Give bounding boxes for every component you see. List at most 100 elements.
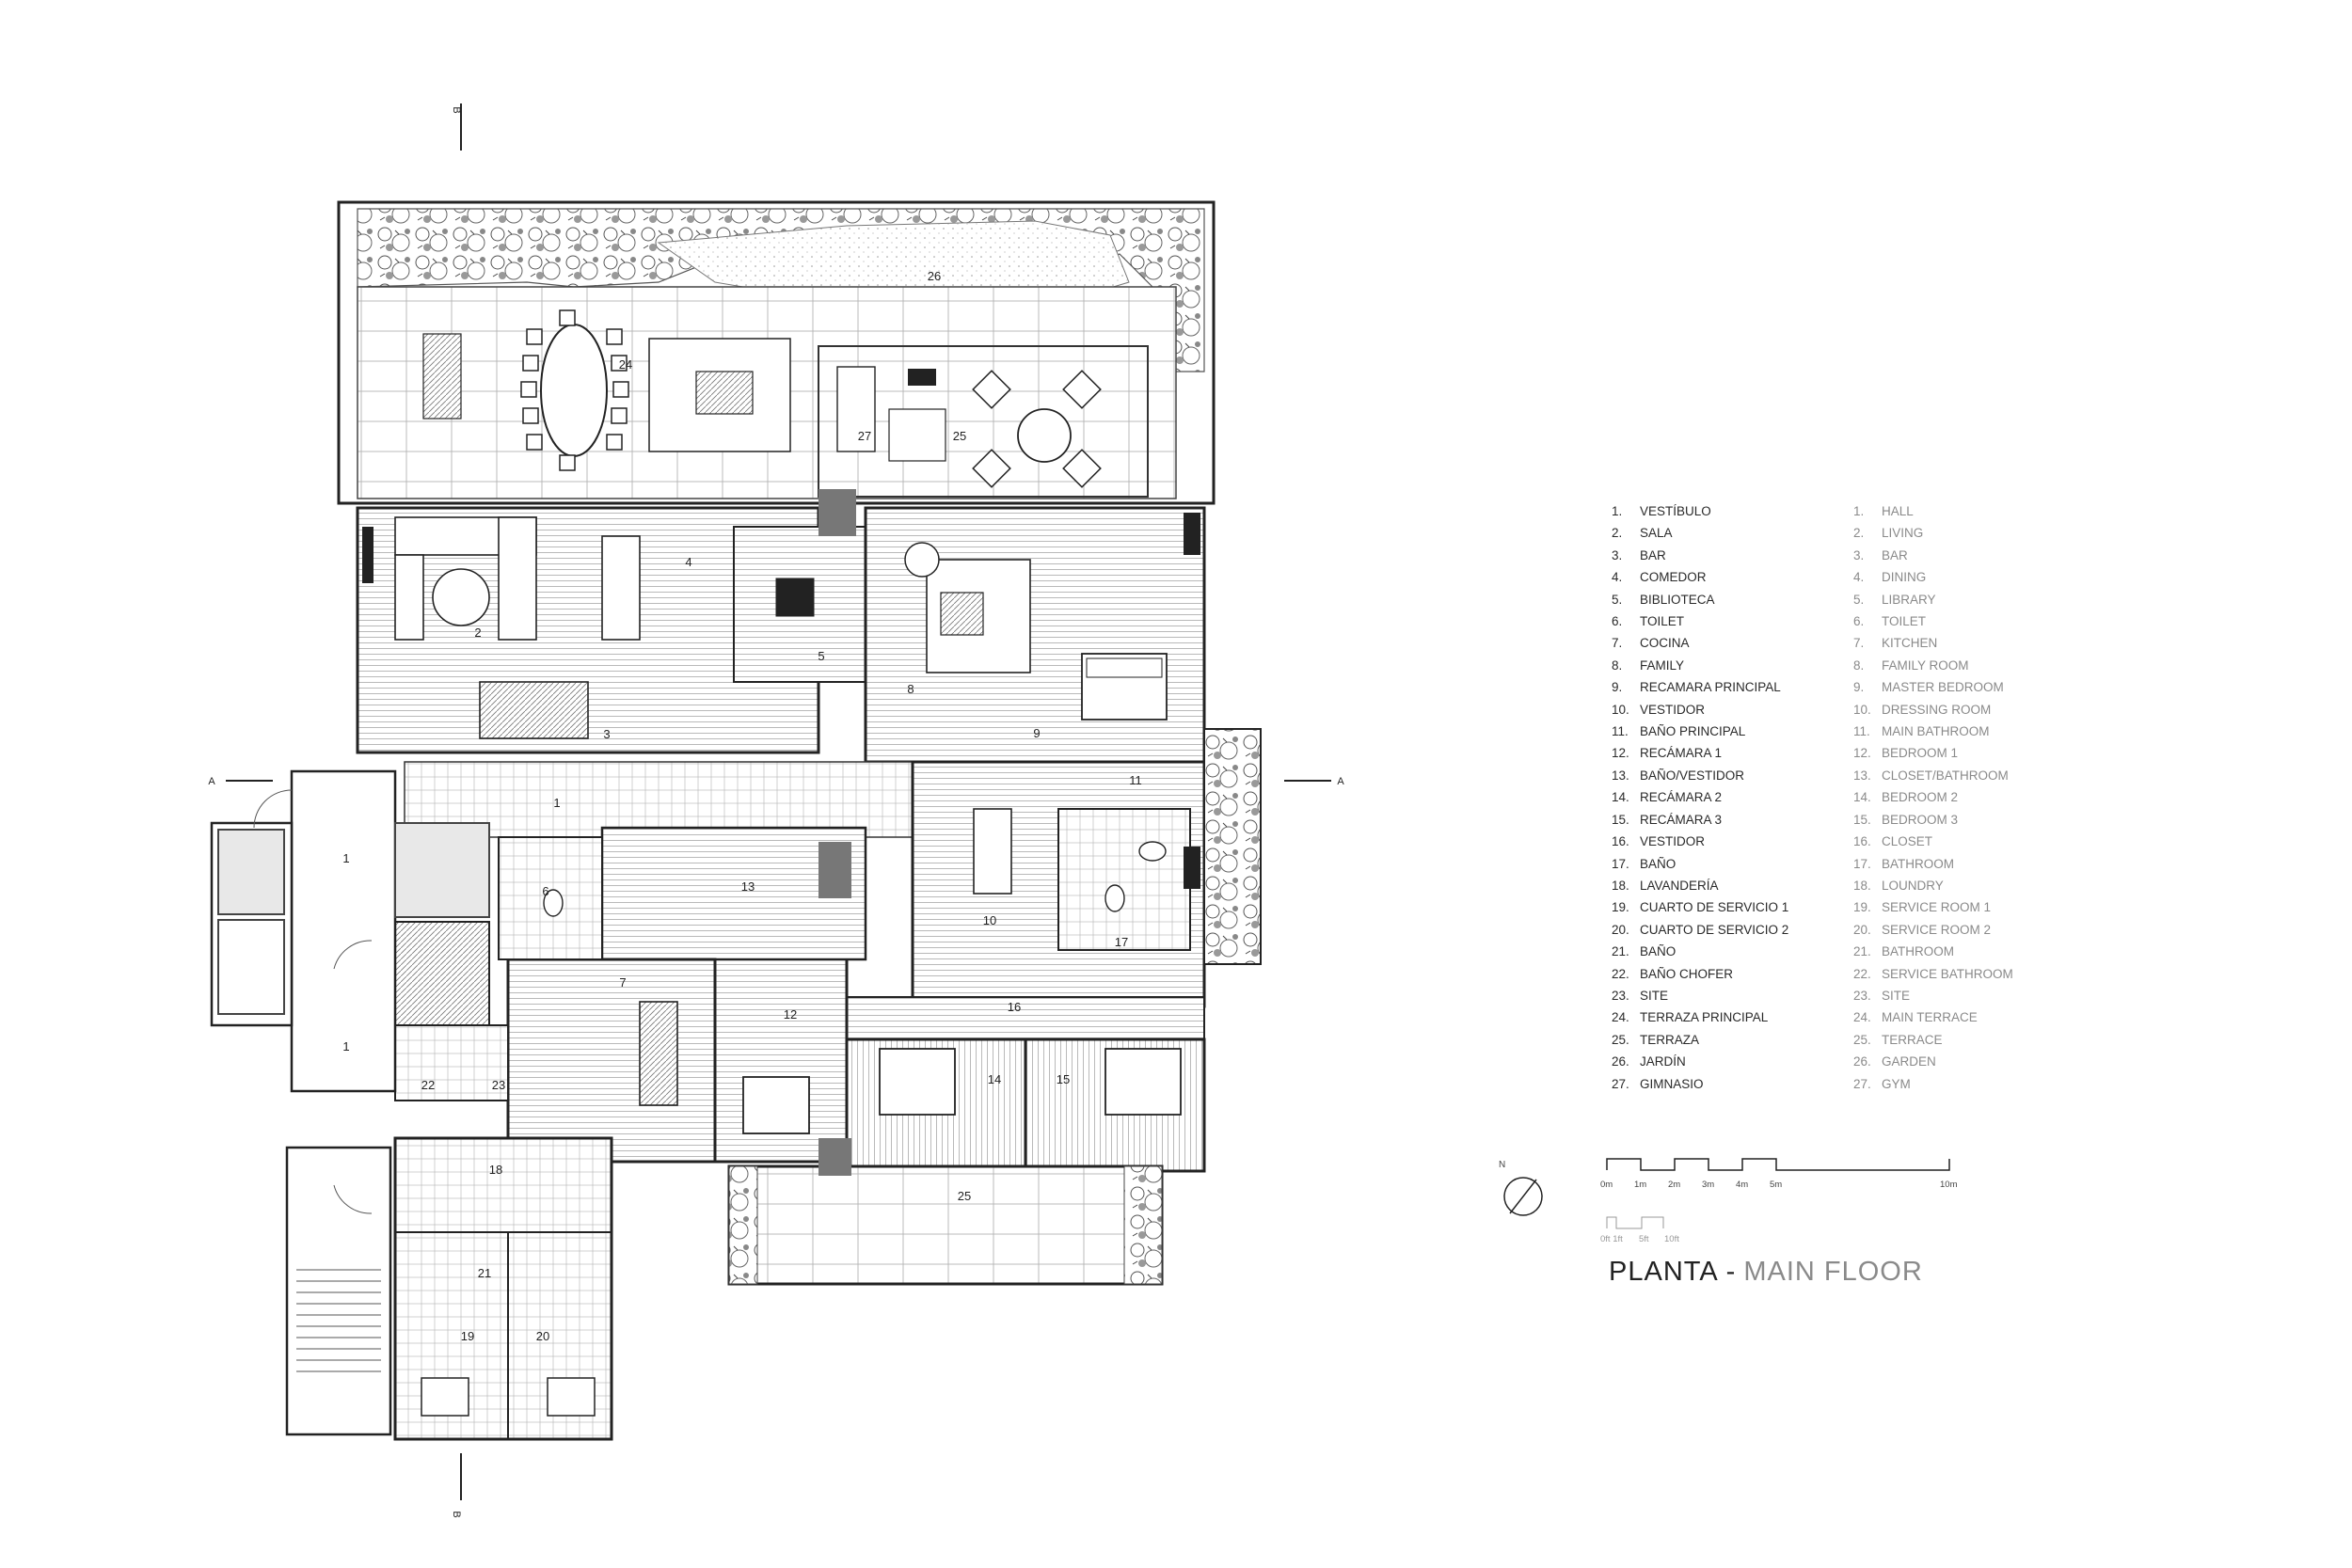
legend-en-row: 10.DRESSING ROOM	[1853, 702, 1992, 717]
legend-en-row: 22.SERVICE BATHROOM	[1853, 966, 2013, 981]
section-marker-b-top: B	[451, 106, 462, 113]
legend-en-row: 27.GYM	[1853, 1076, 1911, 1091]
scale-label-10m: 10m	[1940, 1180, 1958, 1190]
room-label-7: 7	[619, 975, 626, 990]
scale-label-0m: 0m	[1600, 1180, 1613, 1190]
legend-en-row: 15.BEDROOM 3	[1853, 812, 1959, 827]
legend-es-row: 15.RECÁMARA 3	[1612, 812, 1723, 827]
legend-es-row: 19.CUARTO DE SERVICIO 1	[1612, 900, 1789, 915]
room-label-20: 20	[536, 1329, 549, 1343]
room-label-2: 2	[474, 626, 481, 640]
scale-label-2m: 2m	[1668, 1180, 1681, 1190]
section-marker-b-bottom: B	[451, 1511, 462, 1517]
scale-label-0ft-1ft: 0ft 1ft	[1600, 1234, 1623, 1244]
legend-en-row: 7.KITCHEN	[1853, 636, 1938, 651]
legend-en-row: 9.MASTER BEDROOM	[1853, 680, 2004, 695]
legend-en-row: 14.BEDROOM 2	[1853, 790, 1959, 805]
legend-en-row: 8.FAMILY ROOM	[1853, 657, 1969, 673]
legend-es-row: 27.GIMNASIO	[1612, 1076, 1704, 1091]
main-terrace-area	[337, 200, 1216, 505]
legend-en-row: 16.CLOSET	[1853, 834, 1933, 849]
legend-en-row: 13.CLOSET/BATHROOM	[1853, 768, 2009, 783]
legend-es-row: 10.VESTIDOR	[1612, 702, 1706, 717]
legend-en-row: 5.LIBRARY	[1853, 592, 1936, 607]
title-english: MAIN FLOOR	[1743, 1257, 1923, 1287]
room-label-5: 5	[818, 649, 824, 663]
legend-en-row: 23.SITE	[1853, 988, 1911, 1003]
legend-es-row: 11.BAÑO PRINCIPAL	[1612, 724, 1746, 739]
legend-en-row: 3.BAR	[1853, 547, 1908, 562]
room-label-3: 3	[603, 727, 610, 741]
section-marker-a-right: A	[1337, 776, 1344, 787]
legend-es-row: 21.BAÑO	[1612, 944, 1677, 959]
scale-label-5ft: 5ft	[1639, 1234, 1649, 1244]
room-label-6: 6	[542, 884, 548, 898]
legend-es-row: 4.COMEDOR	[1612, 570, 1707, 585]
room-label-1c: 1	[553, 796, 560, 810]
legend-es-row: 20.CUARTO DE SERVICIO 2	[1612, 922, 1789, 937]
drawing-title: PLANTA-MAIN FLOOR	[1609, 1257, 1923, 1288]
north-label: N	[1499, 1160, 1506, 1170]
legend-es-row: 23.SITE	[1612, 988, 1669, 1003]
legend-english: 1.HALL 2.LIVING 3.BAR 4.DINING 5.LIBRARY…	[1853, 500, 2013, 1095]
legend-es-row: 2.SALA	[1612, 526, 1673, 541]
title-spanish: PLANTA	[1609, 1257, 1719, 1287]
legend-es-row: 8.FAMILY	[1612, 657, 1685, 673]
room-label-10: 10	[983, 913, 996, 927]
legend-en-row: 24.MAIN TERRACE	[1853, 1010, 1978, 1025]
legend-es-row: 13.BAÑO/VESTIDOR	[1612, 768, 1745, 783]
legend-es-row: 12.RECÁMARA 1	[1612, 746, 1723, 761]
legend-es-row: 7.COCINA	[1612, 636, 1690, 651]
room-label-25b: 25	[958, 1189, 971, 1203]
legend-en-row: 26.GARDEN	[1853, 1054, 1936, 1069]
room-label-27: 27	[858, 429, 871, 443]
legend-en-row: 2.LIVING	[1853, 526, 1924, 541]
room-label-4: 4	[685, 555, 691, 569]
legend-en-row: 11.MAIN BATHROOM	[1853, 724, 1990, 739]
legend-es-row: 16.VESTIDOR	[1612, 834, 1706, 849]
legend-en-row: 6.TOILET	[1853, 614, 1927, 629]
room-label-21: 21	[478, 1266, 491, 1280]
legend-en-row: 1.HALL	[1853, 504, 1914, 518]
north-arrow-icon	[1503, 1177, 1543, 1216]
legend-es-row: 5.BIBLIOTECA	[1612, 592, 1715, 607]
room-label-11: 11	[1129, 773, 1142, 787]
legend-es-row: 25.TERRAZA	[1612, 1032, 1700, 1047]
room-label-1a: 1	[342, 851, 349, 865]
room-label-13: 13	[741, 879, 755, 894]
scale-label-1m: 1m	[1634, 1180, 1647, 1190]
legend-es-row: 6.TOILET	[1612, 614, 1685, 629]
room-label-19: 19	[461, 1329, 474, 1343]
legend-en-row: 21.BATHROOM	[1853, 944, 1954, 959]
scale-label-10ft: 10ft	[1664, 1234, 1679, 1244]
scale-label-5m: 5m	[1770, 1180, 1783, 1190]
room-label-12: 12	[784, 1007, 797, 1022]
section-markers	[226, 103, 1331, 1500]
lobby-and-elevators	[210, 769, 490, 1436]
legend-en-row: 19.SERVICE ROOM 1	[1853, 900, 1992, 915]
legend-en-row: 4.DINING	[1853, 570, 1927, 585]
legend-es-row: 22.BAÑO CHOFER	[1612, 966, 1734, 981]
legend-es-row: 18.LAVANDERÍA	[1612, 878, 1719, 893]
interior-floor-area	[356, 506, 1262, 1441]
legend-es-row: 3.BAR	[1612, 547, 1666, 562]
room-label-24: 24	[619, 357, 632, 372]
scale-label-3m: 3m	[1702, 1180, 1715, 1190]
room-label-1b: 1	[342, 1039, 349, 1053]
room-label-17: 17	[1115, 935, 1128, 949]
legend-es-row: 17.BAÑO	[1612, 856, 1677, 871]
scale-bar	[1606, 1158, 1950, 1229]
legend-es-row: 9.RECAMARA PRINCIPAL	[1612, 680, 1781, 695]
legend-en-row: 25.TERRACE	[1853, 1032, 1943, 1047]
legend-en-row: 12.BEDROOM 1	[1853, 746, 1959, 761]
section-marker-a-left: A	[208, 776, 215, 787]
room-label-15: 15	[1057, 1072, 1070, 1086]
legend-spanish: 1.VESTÍBULO 2.SALA 3.BAR 4.COMEDOR 5.BIB…	[1612, 500, 1788, 1095]
legend-es-row: 26.JARDÍN	[1612, 1054, 1686, 1069]
legend-es-row: 24.TERRAZA PRINCIPAL	[1612, 1010, 1769, 1025]
title-separator: -	[1725, 1257, 1737, 1287]
room-label-18: 18	[489, 1163, 502, 1177]
room-label-23: 23	[492, 1078, 505, 1092]
room-label-9: 9	[1033, 726, 1040, 740]
